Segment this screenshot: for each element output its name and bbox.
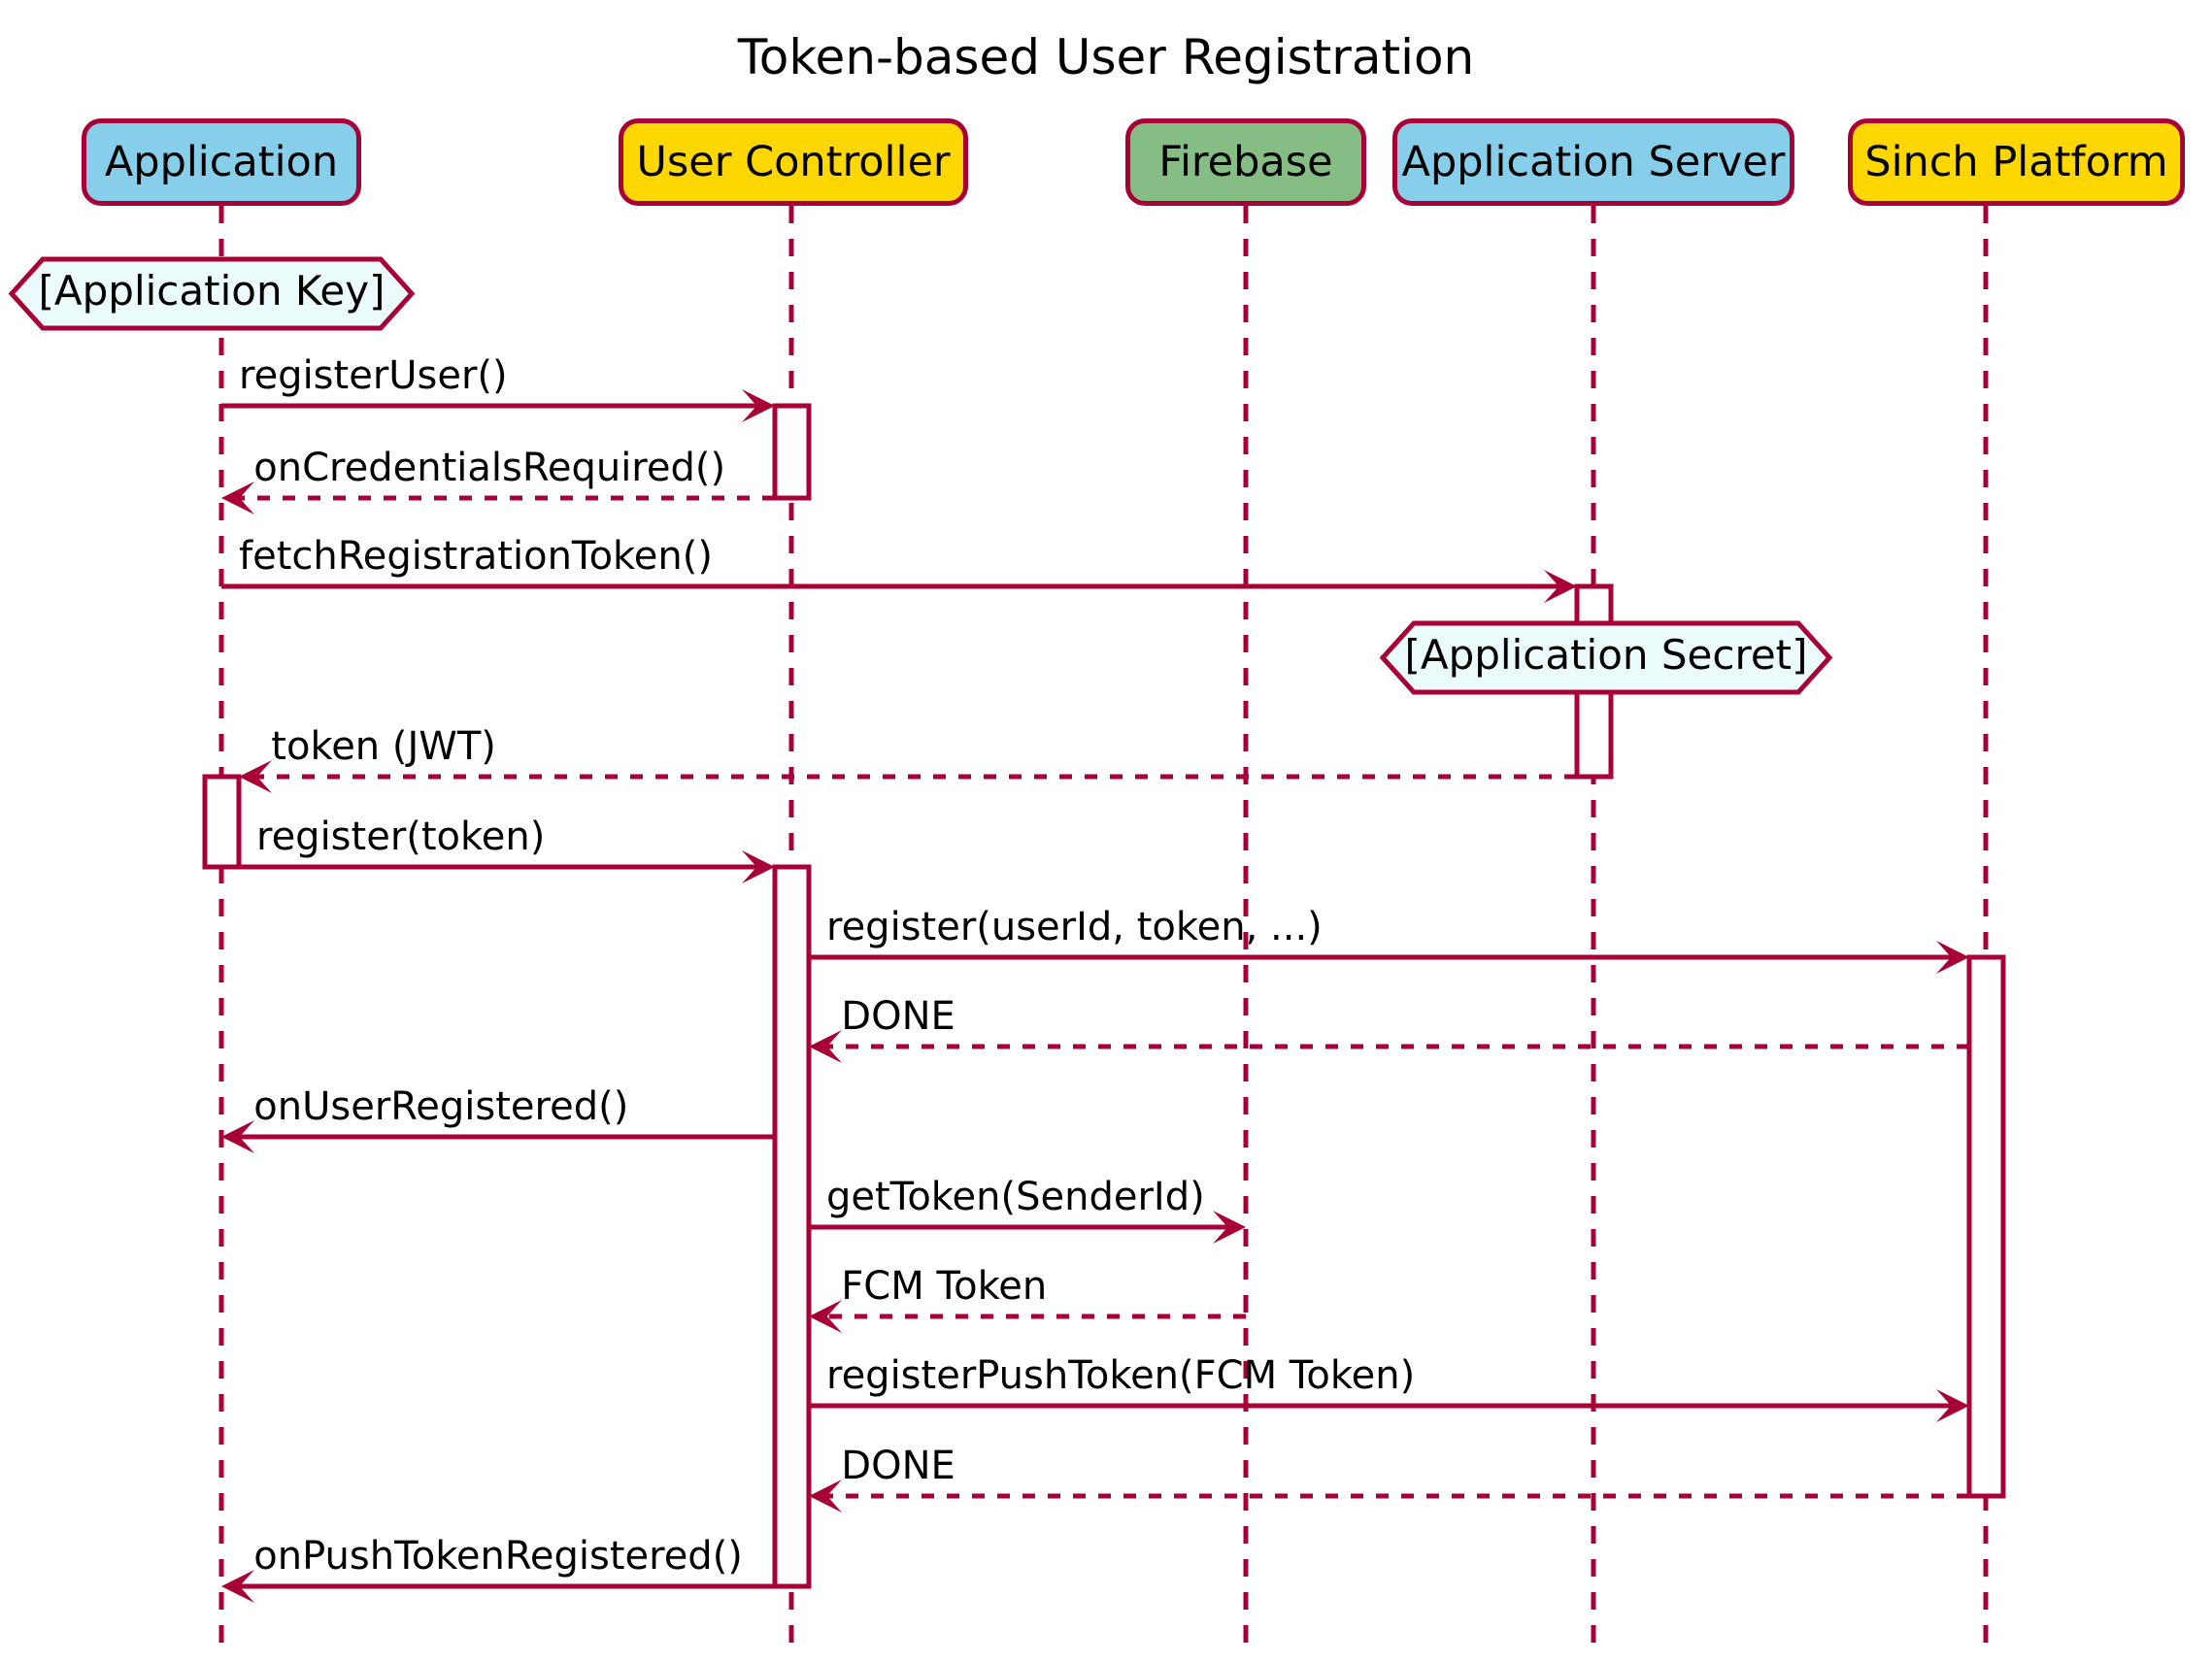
message-label-8: onUserRegistered() xyxy=(253,1084,629,1129)
message-label-3: fetchRegistrationToken() xyxy=(239,534,713,579)
participant-box-ctrl[interactable]: User Controller xyxy=(619,118,968,206)
activation-bar-sinch xyxy=(1966,954,2006,1499)
activation-bar-ctrl xyxy=(772,403,812,501)
message-arrowhead-1 xyxy=(742,389,775,422)
participant-label: Application xyxy=(104,138,339,186)
message-arrowhead-7 xyxy=(809,1030,842,1063)
message-label-1: registerUser() xyxy=(239,353,508,398)
message-arrowhead-6 xyxy=(1936,941,1969,974)
note-application-secret xyxy=(1379,620,1833,695)
message-label-2: onCredentialsRequired() xyxy=(253,446,726,490)
participant-label: Sinch Platform xyxy=(1864,138,2168,186)
message-arrowhead-5 xyxy=(742,850,775,883)
note-application-key-text: [Application Key] xyxy=(38,266,385,315)
message-arrowhead-12 xyxy=(809,1480,842,1513)
participant-label: Application Server xyxy=(1401,138,1786,186)
message-label-11: registerPushToken(FCM Token) xyxy=(826,1353,1416,1398)
participant-label: User Controller xyxy=(636,138,951,186)
message-label-10: FCM Token xyxy=(841,1264,1048,1309)
message-label-6: register(userId, token, ...) xyxy=(826,905,1323,949)
message-arrowhead-3 xyxy=(1544,570,1577,603)
message-arrowhead-8 xyxy=(221,1120,254,1153)
participant-box-app[interactable]: Application xyxy=(82,118,361,206)
message-label-7: DONE xyxy=(841,994,955,1039)
message-label-13: onPushTokenRegistered() xyxy=(253,1534,743,1579)
message-arrowhead-10 xyxy=(809,1300,842,1333)
activation-bar-app xyxy=(202,774,242,870)
diagram-title: Token-based User Registration xyxy=(737,29,1475,85)
participant-label: Firebase xyxy=(1158,138,1333,186)
message-arrowhead-13 xyxy=(221,1570,254,1603)
message-label-5: register(token) xyxy=(256,815,546,859)
message-arrowhead-4 xyxy=(239,760,272,793)
message-arrowhead-11 xyxy=(1936,1389,1969,1422)
message-label-9: getToken(SenderId) xyxy=(826,1175,1205,1219)
activation-bar-ctrl xyxy=(772,864,812,1589)
message-label-12: DONE xyxy=(841,1444,955,1488)
participant-box-sinch[interactable]: Sinch Platform xyxy=(1848,118,2185,206)
note-application-secret-text: [Application Secret] xyxy=(1404,630,1808,679)
participant-box-server[interactable]: Application Server xyxy=(1392,118,1794,206)
message-arrowhead-9 xyxy=(1213,1211,1246,1244)
note-application-key xyxy=(8,256,416,331)
participant-box-firebase[interactable]: Firebase xyxy=(1125,118,1366,206)
message-label-4: token (JWT) xyxy=(271,724,496,769)
message-arrowhead-2 xyxy=(221,482,254,515)
